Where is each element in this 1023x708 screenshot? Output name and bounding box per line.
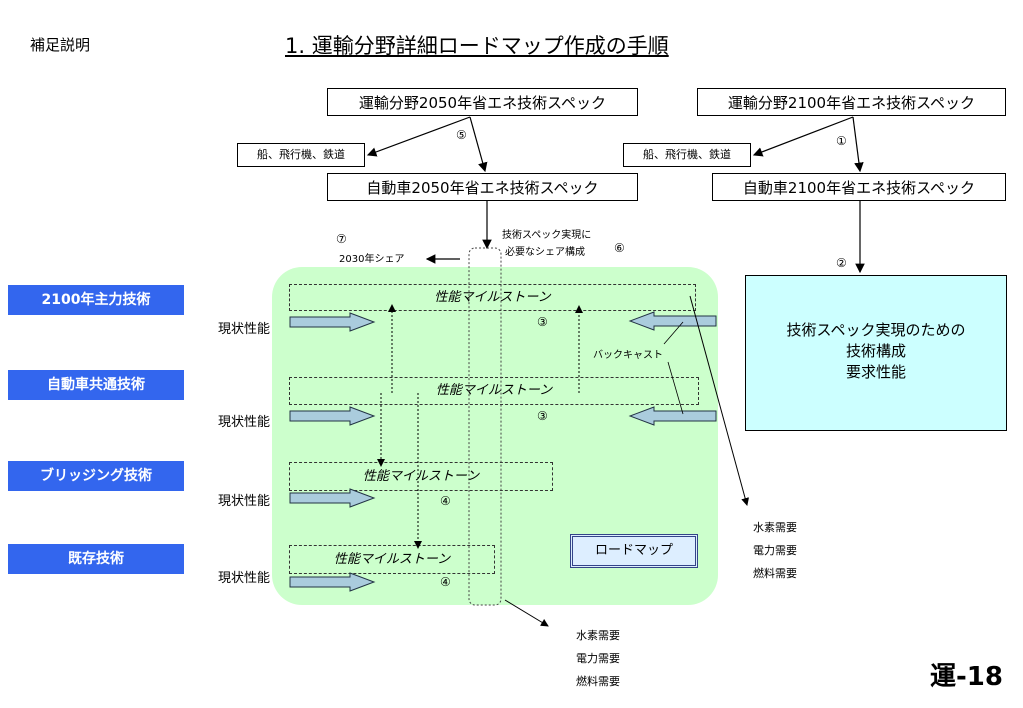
- current-perf-arrow-3: [289, 488, 376, 508]
- requirements-line-1: 技術スペック実現のための: [786, 321, 966, 339]
- arrow-2100-to-car: [852, 116, 864, 173]
- page-title: 1. 運輸分野詳細ロードマップ作成の手順: [285, 34, 669, 58]
- arrow-2100-to-other-modes: [752, 116, 854, 157]
- category-existing-tech: 既存技術: [8, 544, 184, 574]
- milestone-box-2: 性能マイルストーン: [289, 377, 699, 405]
- step-1-label: ①: [836, 134, 847, 148]
- current-perf-label-1: 現状性能: [218, 322, 271, 337]
- arrow-to-demand-right: [689, 295, 750, 506]
- transport-2050-spec: 運輸分野2050年省エネ技術スペック: [327, 88, 638, 116]
- step-3-label-a: ③: [537, 315, 548, 329]
- backcast-leader-2: [667, 361, 684, 415]
- backcast-arrow-1: [628, 311, 717, 331]
- demand-list-right: 水素需要 電力需要 燃料需要: [753, 516, 797, 585]
- backcast-arrow-2: [628, 406, 717, 426]
- current-perf-label-2: 現状性能: [218, 415, 271, 430]
- fuel-demand-right: 燃料需要: [753, 567, 797, 580]
- requirements-line-3: 要求性能: [845, 363, 906, 381]
- backcast-label: バックキャスト: [593, 350, 663, 361]
- category-bridging-tech: ブリッジング技術: [8, 461, 184, 491]
- electricity-demand-right: 電力需要: [753, 544, 797, 557]
- car-2100-spec: 自動車2100年省エネ技術スペック: [712, 173, 1006, 201]
- current-perf-arrow-4: [289, 572, 376, 592]
- required-performance-box: 技術スペック実現のための 技術構成 要求性能: [745, 275, 1007, 431]
- electricity-demand-bottom: 電力需要: [576, 652, 620, 665]
- hydrogen-demand-right: 水素需要: [753, 521, 797, 534]
- share-column: [468, 247, 502, 606]
- share-2030-label: 2030年シェア: [339, 254, 405, 265]
- backcast-leader-1: [663, 321, 684, 345]
- milestone-box-4: 性能マイルストーン: [289, 545, 495, 574]
- step-4-label-a: ④: [440, 494, 451, 508]
- other-modes-left: 船、飛行機、鉄道: [237, 143, 365, 167]
- category-car-common-tech: 自動車共通技術: [8, 370, 184, 400]
- fuel-demand-bottom: 燃料需要: [576, 675, 620, 688]
- milestone-label-4: 性能マイルストーン: [333, 552, 451, 567]
- hydrogen-demand-bottom: 水素需要: [576, 629, 620, 642]
- share-annotation-line1: 技術スペック実現に: [502, 230, 592, 241]
- step-7-label: ⑦: [336, 232, 347, 246]
- supplement-label: 補足説明: [30, 36, 91, 54]
- current-perf-label-3: 現状性能: [218, 494, 271, 509]
- page-number: 運-18: [930, 662, 1003, 692]
- demand-list-bottom: 水素需要 電力需要 燃料需要: [576, 624, 620, 693]
- step-6-label: ⑥: [614, 241, 625, 255]
- arrow-2050-to-car: [469, 116, 488, 173]
- step-4-label-b: ④: [440, 575, 451, 589]
- milestone-box-3: 性能マイルストーン: [289, 462, 553, 491]
- current-perf-label-4: 現状性能: [218, 571, 271, 586]
- milestone-label-1: 性能マイルストーン: [434, 290, 551, 305]
- step-2-label: ②: [836, 256, 847, 270]
- transport-2100-spec: 運輸分野2100年省エネ技術スペック: [697, 88, 1006, 116]
- roadmap-box: ロードマップ: [570, 534, 698, 568]
- share-annotation-line2: 必要なシェア構成: [505, 247, 585, 258]
- milestone-box-1: 性能マイルストーン: [289, 284, 696, 311]
- requirements-line-2: 技術構成: [845, 342, 906, 360]
- milestone-label-2: 性能マイルストーン: [435, 383, 553, 398]
- category-2100-main-tech: 2100年主力技術: [8, 285, 184, 315]
- arrow-2050-to-other-modes: [366, 116, 471, 157]
- current-perf-arrow-1: [289, 312, 376, 332]
- arrow-to-demand-bottom: [504, 599, 549, 627]
- car-2050-spec: 自動車2050年省エネ技術スペック: [327, 173, 638, 201]
- backcast-arrows: [628, 311, 717, 426]
- other-modes-right: 船、飛行機、鉄道: [623, 143, 751, 167]
- milestone-label-3: 性能マイルストーン: [362, 469, 480, 484]
- current-perf-arrow-2: [289, 406, 376, 426]
- step-3-label-b: ③: [537, 409, 548, 423]
- current-perf-arrows: [289, 312, 376, 592]
- step-5-label: ⑤: [456, 128, 467, 142]
